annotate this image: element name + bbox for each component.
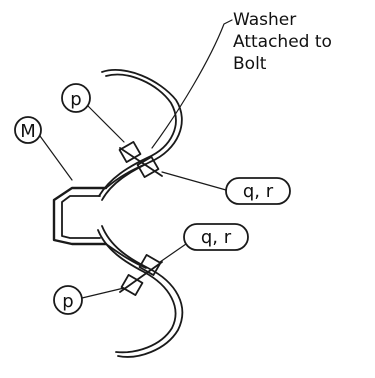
note-leader-line	[151, 19, 233, 149]
washer-note: Washer Attached to Bolt	[233, 10, 332, 74]
bracket-channel	[52, 186, 108, 246]
callout-m-circle	[14, 116, 42, 144]
note-line-1: Washer	[233, 10, 296, 30]
bracket-channel-inner	[61, 195, 101, 239]
lower-bolt-assembly	[119, 254, 163, 296]
note-line-3: Bolt	[233, 54, 267, 74]
lower-bolt-head	[120, 274, 144, 296]
callout-p-lower-label: p	[62, 291, 73, 312]
callout-qr-upper-label: q, r	[243, 181, 274, 202]
lower-bolt-shank	[119, 261, 163, 293]
callout-qr-upper-oval	[225, 177, 291, 205]
upper-nut	[136, 156, 160, 178]
callout-p-upper-circle	[61, 83, 91, 113]
upper-bolt-assembly	[118, 141, 163, 178]
callout-qr-upper-leader	[161, 171, 227, 191]
lower-strap	[101, 225, 184, 358]
callout-p-upper: p	[61, 83, 125, 143]
lower-strap-inner	[97, 229, 177, 354]
callout-p-lower-circle	[53, 285, 83, 315]
callout-p-lower-leader	[81, 287, 125, 299]
callout-m: M	[14, 116, 73, 181]
upper-strap	[101, 69, 183, 201]
callout-m-leader	[39, 135, 73, 181]
callout-p-upper-label: p	[70, 89, 81, 110]
note-line-2: Attached to	[233, 32, 332, 52]
callout-qr-lower-oval	[183, 223, 249, 251]
upper-strap-inner	[98, 73, 177, 197]
upper-bolt-shank	[119, 147, 163, 177]
callout-qr-lower-leader	[159, 243, 187, 263]
bracket-curve	[105, 163, 147, 269]
lower-nut	[138, 254, 162, 276]
callout-qr-upper: q, r	[161, 171, 291, 205]
callout-m-label: M	[20, 121, 36, 142]
callout-qr-lower: q, r	[159, 223, 249, 263]
callout-p-upper-leader	[87, 105, 125, 143]
callout-qr-lower-label: q, r	[201, 227, 232, 248]
callout-p-lower: p	[53, 285, 125, 315]
